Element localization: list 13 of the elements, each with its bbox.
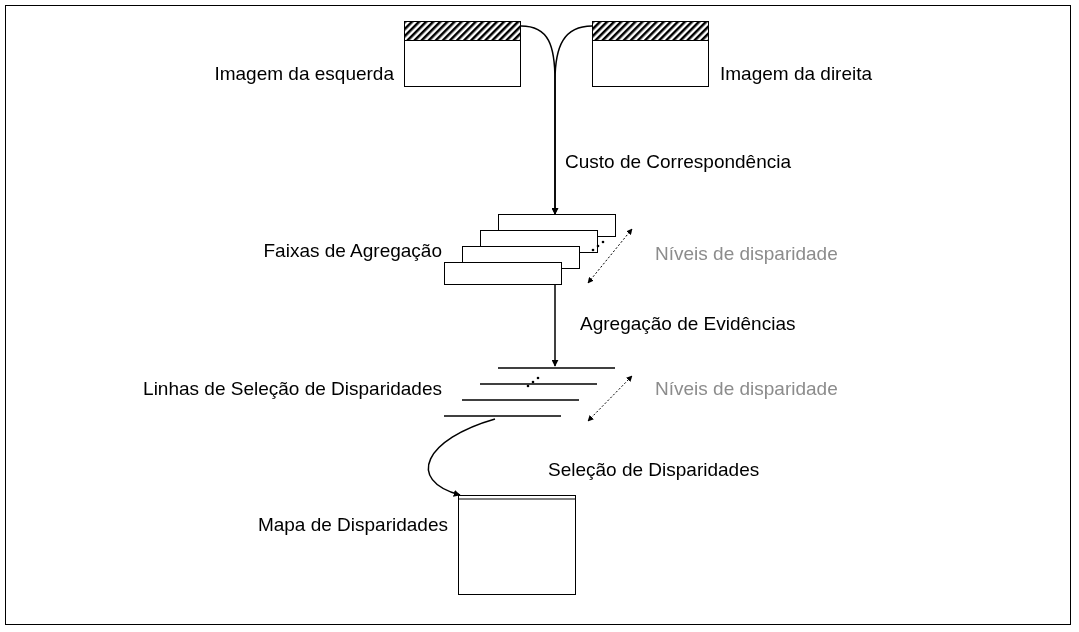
edge-label: Seleção de Disparidades: [548, 459, 760, 481]
dimension-label: Níveis de disparidade: [655, 243, 838, 265]
arrow: [427, 418, 496, 497]
node-label: Imagem da direita: [720, 63, 873, 85]
arrow: [551, 284, 559, 367]
arrow: [551, 25, 593, 215]
node-label: Faixas de Agregação: [263, 240, 442, 262]
node-label: Imagem da esquerda: [214, 63, 394, 85]
edge-label: Agregação de Evidências: [580, 313, 796, 335]
node-label: Linhas de Seleção de Disparidades: [143, 378, 442, 400]
edge-label: Custo de Correspondência: [565, 151, 792, 173]
node-label: Mapa de Disparidades: [257, 514, 448, 536]
dimension-label: Níveis de disparidade: [655, 378, 838, 400]
